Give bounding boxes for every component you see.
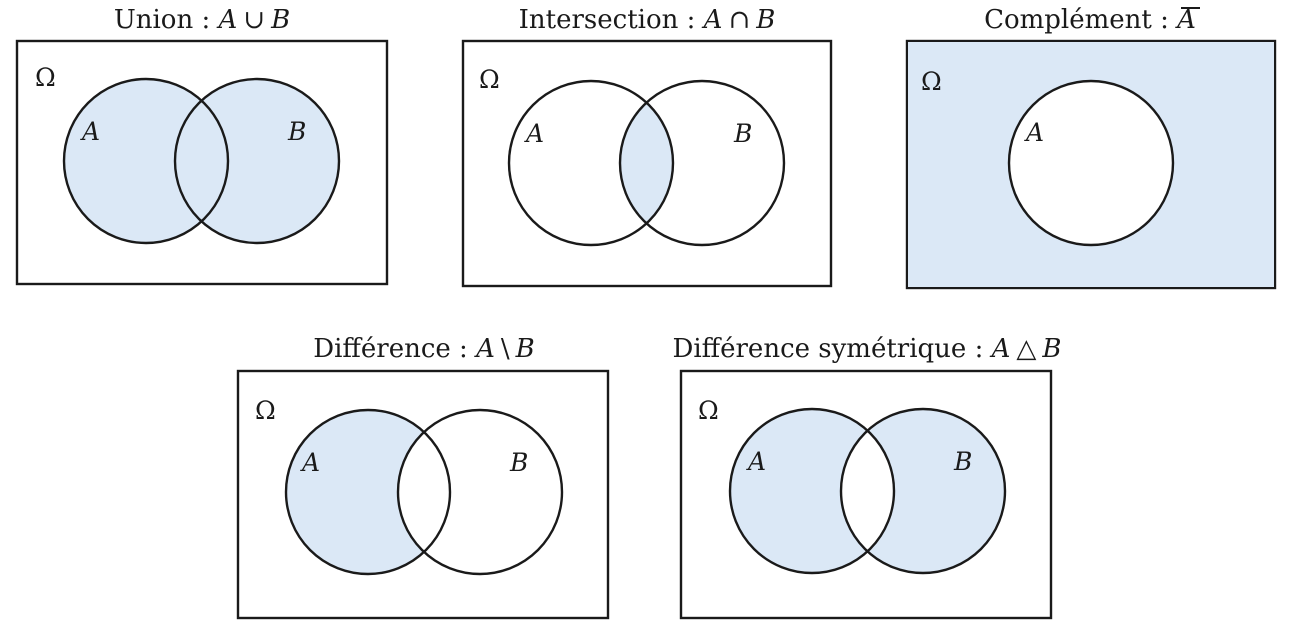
union-circle-a (62, 77, 230, 245)
union-title: Union : A∪B (114, 5, 290, 35)
union-label-b: B (287, 117, 306, 146)
complement-title-text: Complément : (984, 5, 1177, 35)
difference-label-a: A (300, 448, 320, 477)
intersection-operator: ∩ (728, 5, 750, 35)
intersection-omega-label: Ω (479, 65, 500, 94)
symmetric-difference-title-text: Différence symétrique : (672, 334, 991, 364)
union-title-a: A (216, 5, 237, 35)
symmetric-difference-label-a: A (746, 447, 766, 476)
difference-title-text: Différence : (313, 334, 476, 364)
symmetric-difference-title: Différence symétrique : A△B (672, 334, 1061, 364)
difference-omega-label: Ω (255, 396, 276, 425)
intersection-label-a: A (524, 119, 544, 148)
complement-title-a: A (1175, 5, 1196, 35)
union-operator: ∪ (243, 5, 265, 35)
intersection-title-b: B (755, 5, 775, 35)
symmetric-difference-title-b: B (1041, 334, 1061, 364)
symmetric-difference-omega-label: Ω (698, 396, 719, 425)
difference-label-b: B (509, 448, 528, 477)
intersection-label-b: B (733, 119, 752, 148)
difference-circle-b (396, 408, 564, 576)
difference-shaded-a-only (280, 405, 460, 580)
difference-operator: \ (501, 334, 510, 364)
intersection-diagram: Intersection : A∩B Ω A B (461, 5, 833, 288)
union-title-b: B (270, 5, 290, 35)
symmetric-difference-diagram: Différence symétrique : A△B Ω A B (672, 334, 1062, 620)
union-circle-b (173, 77, 341, 245)
symmetric-difference-title-a: A (990, 334, 1011, 364)
difference-circle-a (284, 408, 452, 576)
complement-omega-label: Ω (921, 67, 942, 96)
symmetric-difference-label-b: B (953, 447, 972, 476)
union-diagram: Union : A∪B Ω A B (15, 5, 389, 286)
complement-title: Complément : A (984, 5, 1196, 35)
symmetric-difference-operator: △ (1016, 334, 1036, 364)
difference-title-b: B (515, 334, 535, 364)
union-label-a: A (80, 117, 100, 146)
symmetric-difference-circle-a (728, 407, 896, 575)
difference-diagram: Différence : A\B Ω A B (236, 334, 610, 620)
difference-title: Différence : A\B (313, 334, 534, 364)
intersection-title: Intersection : A∩B (519, 5, 776, 35)
complement-label-a: A (1024, 118, 1044, 147)
intersection-title-text: Intersection : (519, 5, 704, 35)
complement-unshaded-a (1009, 81, 1173, 245)
union-omega-label: Ω (35, 63, 56, 92)
complement-circle-a (1007, 79, 1175, 247)
intersection-circle-a (507, 79, 675, 247)
difference-title-a: A (474, 334, 495, 364)
union-title-text: Union : (114, 5, 219, 35)
symmetric-difference-circle-b (839, 407, 1007, 575)
intersection-circle-b (618, 79, 786, 247)
complement-diagram: Complément : A Ω A (905, 5, 1277, 290)
intersection-title-a: A (702, 5, 723, 35)
